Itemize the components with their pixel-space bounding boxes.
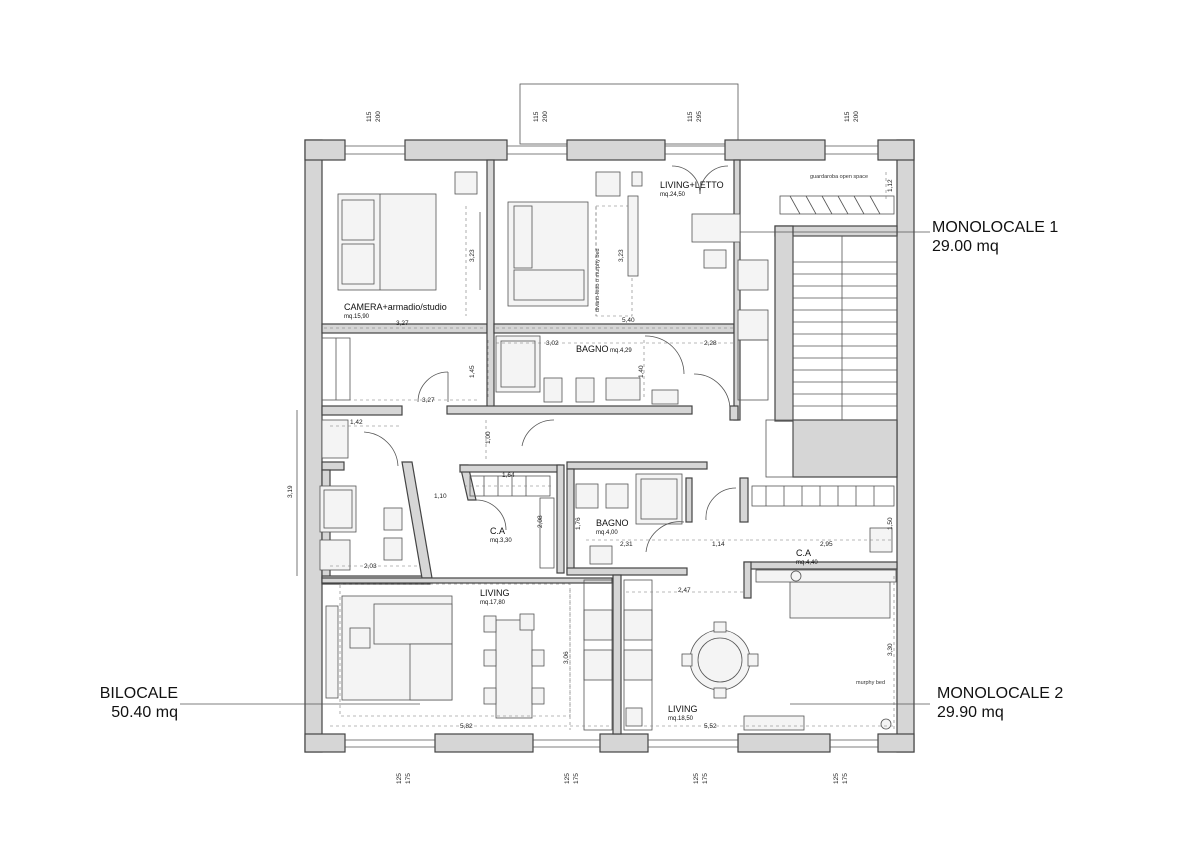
dim-top-4a: 115 <box>844 111 851 122</box>
dim-bot-1b: 175 <box>405 773 412 784</box>
dim-top-1a: 115 <box>366 111 373 122</box>
dim-bagno2-height: 1,76 <box>575 517 582 530</box>
unit-area: 29.90 mq <box>937 704 1004 722</box>
furniture-living-1 <box>325 583 571 719</box>
dim-bagno1-width: 3,02 <box>546 340 559 347</box>
room-ca2-name: C.A <box>796 548 811 558</box>
dim-bot-4a: 125 <box>833 773 840 784</box>
room-living2-name: LIVING <box>668 704 698 714</box>
windows <box>345 145 878 748</box>
stairwell <box>765 235 898 478</box>
unit-label-bilocale: BILOCALE 50.40 mq <box>86 684 178 722</box>
unit-label-monolocale-1: MONOLOCALE 1 29.00 mq <box>932 218 1058 256</box>
doors <box>363 165 737 553</box>
dim-corridor-width: 3,27 <box>422 397 435 404</box>
dim-living2-height: 3,30 <box>887 643 894 656</box>
dim-top-4b: 200 <box>853 111 860 122</box>
dim-top-1b: 200 <box>375 111 382 122</box>
dim-bagno1-height: 1,40 <box>638 365 645 378</box>
dim-entry-width: 1,14 <box>712 541 725 548</box>
room-bagno2-area: mq.4,00 <box>596 530 618 536</box>
dim-top-2a: 115 <box>533 111 540 122</box>
unit-name: MONOLOCALE 2 <box>937 685 1064 702</box>
dim-ca2-width: 2,95 <box>820 541 833 548</box>
dim-living-letto-height: 3,23 <box>618 249 625 262</box>
unit-area: 50.40 mq <box>111 704 178 722</box>
dim-hall-width: 1,10 <box>434 493 447 500</box>
room-ca1-name: C.A <box>490 526 505 536</box>
dim-bot-1a: 125 <box>396 773 403 784</box>
dim-ca1-width: 1,64 <box>502 472 515 479</box>
room-camera-area: mq.15,90 <box>344 314 370 320</box>
dim-ca2-height: 1,50 <box>887 517 894 530</box>
unit-name: MONOLOCALE 1 <box>932 219 1059 236</box>
balcony <box>519 83 739 145</box>
furniture-bagno-1 <box>495 335 679 405</box>
dim-bot-4b: 175 <box>842 773 849 784</box>
dim-left-height: 3,19 <box>287 485 294 498</box>
room-living-letto-area: mq.24,50 <box>660 192 686 198</box>
dim-bot-3a: 125 <box>693 773 700 784</box>
note-murphy-1: divano-letto o murphy bed <box>595 248 601 312</box>
furniture-bilocale-service <box>319 337 555 571</box>
room-ca2-area: mq.4,40 <box>796 560 818 566</box>
dim-living2-depth: 2,47 <box>678 587 691 594</box>
dimension-lines <box>296 172 895 730</box>
dim-bot-2b: 175 <box>573 773 580 784</box>
dim-bagno3-width: 2,03 <box>364 563 377 570</box>
room-living2-area: mq.18,50 <box>668 716 694 722</box>
dim-ca1-height: 2,08 <box>537 515 544 528</box>
dim-corridor-height: 1,45 <box>469 365 476 378</box>
dim-bedroom-height: 3,23 <box>469 249 476 262</box>
room-living-letto-name: LIVING+LETTO <box>660 180 724 190</box>
unit-name: BILOCALE <box>99 685 178 702</box>
furniture-kitchens <box>583 579 653 731</box>
dim-living-letto-width: 5,40 <box>622 317 635 324</box>
unit-area: 29.00 mq <box>932 238 999 256</box>
dim-bagno2-width: 2,31 <box>620 541 633 548</box>
unit-label-monolocale-2: MONOLOCALE 2 29.90 mq <box>937 684 1063 722</box>
room-bagno1-area: mq.4,29 <box>610 348 632 354</box>
dim-bot-3b: 175 <box>702 773 709 784</box>
dim-top-2b: 200 <box>542 111 549 122</box>
room-living1-area: mq.17,80 <box>480 600 506 606</box>
dim-kitchen1-width: 2,28 <box>704 340 717 347</box>
dim-living2-width: 5,52 <box>704 723 717 730</box>
dim-guardaroba-depth: 1,12 <box>887 179 894 192</box>
dim-top-3a: 115 <box>687 111 694 122</box>
room-living1-name: LIVING <box>480 588 510 598</box>
furniture-living-2 <box>681 569 897 731</box>
note-murphy-2: murphy bed <box>856 680 885 686</box>
room-bagno2-name: BAGNO <box>596 518 629 528</box>
furniture-living-letto <box>507 171 895 401</box>
room-camera-name: CAMERA+armadio/studio <box>344 302 447 312</box>
room-bagno1-name: BAGNO <box>576 344 609 354</box>
dim-living1-height: 3,06 <box>563 651 570 664</box>
outer-walls <box>304 139 915 753</box>
dim-top-3b: 295 <box>696 111 703 122</box>
dim-hall-height: 1,00 <box>485 431 492 444</box>
note-guardaroba: guardaroba open space <box>810 174 868 180</box>
furniture-bedroom <box>337 171 481 291</box>
dim-closet-width: 1,42 <box>350 419 363 426</box>
dim-bot-2a: 125 <box>564 773 571 784</box>
interior-walls <box>321 159 898 735</box>
dim-bedroom-width: 3,27 <box>396 320 409 327</box>
dim-living1-width: 5,82 <box>460 723 473 730</box>
room-ca1-area: mq.3,30 <box>490 538 512 544</box>
